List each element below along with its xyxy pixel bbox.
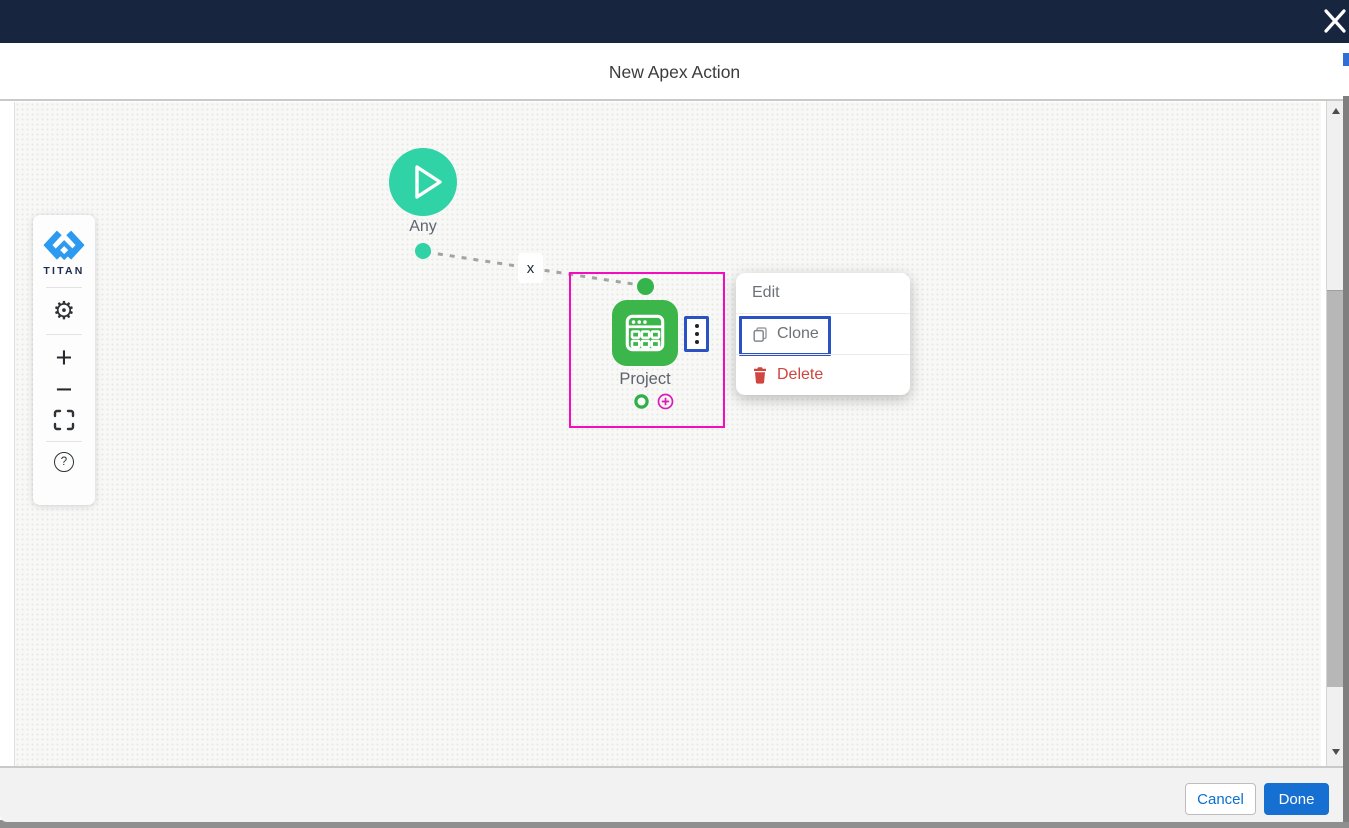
menu-item-edit-label: Edit	[752, 284, 780, 301]
help-glyph: ?	[60, 456, 68, 468]
trash-icon	[752, 366, 768, 384]
project-node-label: Project	[619, 370, 671, 388]
play-icon	[415, 165, 442, 199]
background-page-fragment	[1343, 53, 1349, 66]
kebab-dot	[694, 340, 699, 344]
titan-logo: TITAN	[41, 230, 87, 277]
kebab-dot	[694, 324, 699, 328]
project-node-ports	[633, 393, 674, 410]
close-icon[interactable]	[1323, 7, 1349, 35]
canvas-grid[interactable]	[14, 102, 1321, 766]
kebab-menu-button[interactable]	[684, 316, 709, 352]
arrow-up-icon	[1331, 108, 1340, 114]
context-menu: Edit Clone Delete	[736, 273, 910, 395]
start-node[interactable]	[389, 148, 457, 216]
flow-canvas	[0, 101, 1349, 766]
menu-item-clone[interactable]: Clone	[736, 313, 910, 356]
toolbar-divider	[46, 334, 82, 335]
toolbar-divider	[46, 441, 82, 442]
help-button[interactable]: ?	[44, 452, 84, 472]
start-node-label: Any	[409, 218, 437, 235]
modal-topbar	[0, 0, 1349, 43]
connector-label-chip[interactable]: x	[518, 253, 543, 283]
outer-scrollbar-strip	[1343, 96, 1349, 822]
zoom-out-button[interactable]: −	[44, 374, 84, 406]
scroll-down-button[interactable]	[1327, 744, 1344, 760]
page-title: New Apex Action	[608, 62, 741, 82]
bottom-edge-strip	[0, 820, 1349, 828]
done-button[interactable]: Done	[1264, 783, 1329, 815]
add-node-button[interactable]	[657, 393, 674, 410]
output-port-icon[interactable]	[633, 393, 650, 410]
minus-icon: −	[55, 374, 73, 406]
modal-header: New Apex Action	[0, 43, 1349, 101]
scrollbar-thumb[interactable]	[1327, 290, 1343, 687]
titan-logo-icon	[43, 230, 85, 261]
start-node-output-port[interactable]	[415, 243, 431, 259]
node-selection-box	[569, 272, 725, 428]
clone-icon	[752, 326, 768, 342]
fit-screen-button[interactable]	[44, 409, 84, 431]
fullscreen-icon	[53, 409, 75, 431]
plus-icon: +	[55, 342, 73, 374]
zoom-in-button[interactable]: +	[44, 342, 84, 374]
canvas-toolbar: TITAN ⚙ + − ?	[33, 215, 95, 505]
cancel-button[interactable]: Cancel	[1185, 783, 1256, 815]
menu-item-delete-label: Delete	[777, 366, 824, 383]
titan-logo-text: TITAN	[43, 265, 85, 277]
help-icon: ?	[54, 452, 74, 472]
modal-footer: Cancel Done	[0, 766, 1349, 822]
settings-button[interactable]: ⚙	[44, 298, 84, 324]
project-node[interactable]	[612, 300, 678, 366]
arrow-down-icon	[1331, 749, 1340, 755]
project-app-icon	[625, 314, 665, 352]
scroll-up-button[interactable]	[1327, 103, 1344, 119]
gear-icon: ⚙	[52, 297, 76, 325]
menu-item-edit[interactable]: Edit	[736, 273, 910, 313]
scrollbar-track[interactable]	[1326, 101, 1344, 766]
menu-item-delete[interactable]: Delete	[736, 354, 910, 395]
menu-item-clone-label: Clone	[777, 325, 819, 342]
connector-label: x	[526, 259, 535, 277]
project-node-input-port[interactable]	[637, 278, 654, 295]
toolbar-divider	[46, 287, 82, 288]
kebab-dot	[694, 332, 699, 336]
